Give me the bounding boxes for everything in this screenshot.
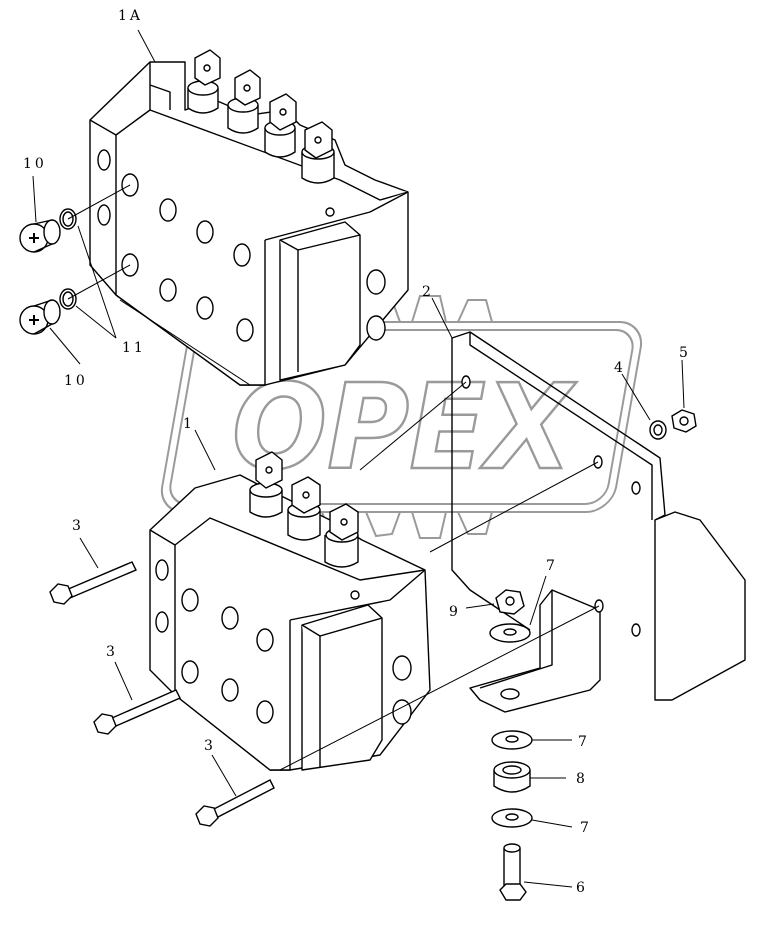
callout-3-bottom: 3 <box>204 738 216 754</box>
valve-lower-top-edge <box>149 517 426 581</box>
control-valve-upper <box>89 49 409 386</box>
callout-7-bottom: 7 <box>580 820 592 836</box>
washer-7-bottom-inner <box>505 813 519 821</box>
callout-10-upper: 10 <box>23 156 47 172</box>
callout-4: 4 <box>614 360 626 376</box>
plug-10-upper <box>19 219 61 253</box>
callout-7-top: 7 <box>546 558 558 574</box>
callout-9: 9 <box>449 604 461 620</box>
callout-11: 11 <box>122 340 146 356</box>
valve-upper-solenoid-edge <box>279 234 361 372</box>
callout-2: 2 <box>422 284 434 300</box>
callout-labels: 1A 1 2 3 3 3 4 5 6 7 7 7 8 9 10 10 11 <box>23 8 691 896</box>
bolt-3-bottom <box>195 779 275 827</box>
plug-10-lower <box>19 299 61 335</box>
small-parts <box>49 409 697 901</box>
isolator-8 <box>493 761 531 793</box>
callout-8: 8 <box>576 771 588 787</box>
washer-7-middle-inner <box>505 735 519 743</box>
callout-3-top: 3 <box>72 518 84 534</box>
callout-1a: 1A <box>118 8 143 24</box>
nut-9-hole <box>505 596 515 606</box>
valve-upper-front-face <box>115 135 266 386</box>
watermark-outer-frame <box>160 321 643 513</box>
valve-upper-top-edge <box>115 109 409 201</box>
leader-lines <box>32 29 685 888</box>
control-valve-lower <box>149 451 431 771</box>
watermark-inner-frame <box>169 329 634 505</box>
valve-upper-step <box>89 62 171 136</box>
valve-lower-coils <box>249 451 359 568</box>
valve-lower-solenoid-box <box>301 604 383 771</box>
callout-1: 1 <box>183 416 195 432</box>
pin-6 <box>499 843 527 901</box>
valve-lower-ports <box>155 559 412 725</box>
callout-5: 5 <box>679 345 691 361</box>
callout-6: 6 <box>576 880 588 896</box>
bracket-foot-edge <box>479 590 553 689</box>
washer-4-inner <box>653 424 663 436</box>
valve-upper-coils <box>187 49 335 184</box>
assembly-lines <box>67 184 600 771</box>
callout-10-lower: 10 <box>64 373 88 389</box>
valve-lower-solenoid-edge <box>301 617 383 768</box>
callout-3-middle: 3 <box>106 644 118 660</box>
plugs-and-orings <box>19 208 77 335</box>
bolt-3-middle <box>93 689 181 735</box>
nut-5-hole <box>679 416 689 426</box>
callout-7-middle: 7 <box>578 734 590 750</box>
valve-upper-ports <box>97 149 386 342</box>
bracket-plate-edge <box>469 332 653 520</box>
bolt-3-top <box>49 561 137 605</box>
valve-upper-solenoid-box <box>279 221 361 381</box>
valve-upper-edge <box>264 191 409 241</box>
washer-7-top-inner <box>503 628 517 636</box>
watermark-text: OPEX <box>232 358 577 496</box>
